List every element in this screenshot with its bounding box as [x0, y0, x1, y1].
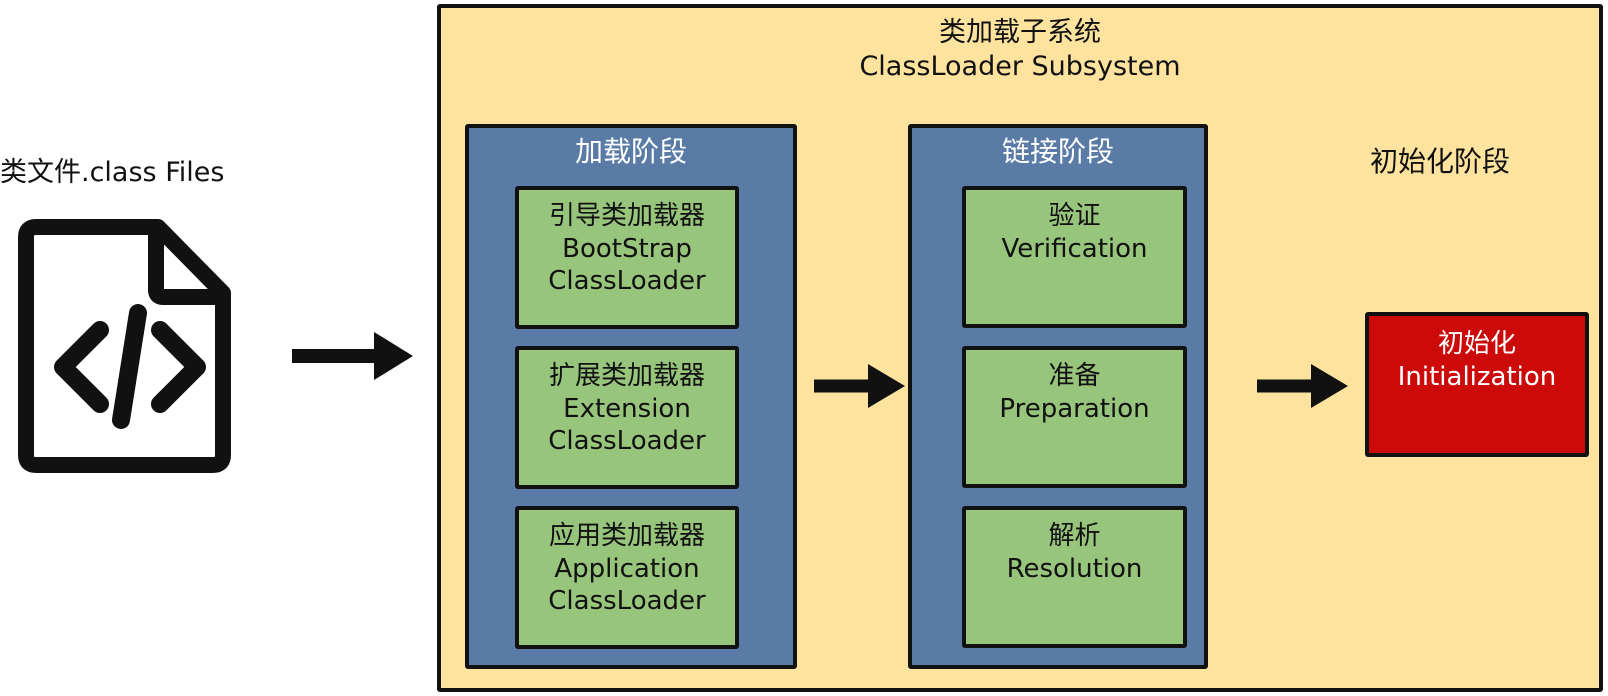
bootstrap-en1: BootStrap — [562, 233, 692, 264]
initialization-stage-title: 初始化阶段 — [1369, 145, 1510, 178]
arrow-to-initialization — [1257, 364, 1348, 408]
subsystem-title-cn: 类加载子系统 — [939, 17, 1101, 48]
linking-stage-title: 链接阶段 — [1001, 135, 1114, 168]
application-en1: Application — [554, 553, 700, 584]
application-en2: ClassLoader — [548, 586, 706, 616]
arrow-to-linking — [814, 364, 905, 408]
initialization-box: 初始化 Initialization — [1365, 312, 1589, 457]
bootstrap-classloader-box: 引导类加载器 BootStrap ClassLoader — [515, 186, 739, 329]
subsystem-title-en: ClassLoader Subsystem — [859, 50, 1181, 82]
class-files-title: 类文件.class Files — [0, 157, 225, 188]
arrow-to-subsystem — [292, 332, 413, 380]
preparation-en: Preparation — [999, 393, 1150, 424]
linking-stage: 链接阶段 验证 Verification 准备 Preparation 解析 R… — [908, 124, 1208, 669]
preparation-box: 准备 Preparation — [962, 346, 1187, 488]
extension-en1: Extension — [563, 393, 691, 424]
resolution-cn: 解析 — [1048, 521, 1101, 551]
loading-stage: 加载阶段 引导类加载器 BootStrap ClassLoader 扩展类加载器… — [465, 124, 797, 669]
verification-en: Verification — [1001, 233, 1148, 264]
application-classloader-box: 应用类加载器 Application ClassLoader — [515, 506, 739, 649]
loading-stage-title: 加载阶段 — [574, 135, 687, 168]
extension-cn: 扩展类加载器 — [548, 361, 705, 391]
extension-en2: ClassLoader — [548, 426, 706, 456]
resolution-box: 解析 Resolution — [962, 506, 1187, 648]
verification-cn: 验证 — [1048, 201, 1101, 231]
initialization-en: Initialization — [1397, 361, 1557, 392]
bootstrap-cn: 引导类加载器 — [548, 201, 705, 231]
application-cn: 应用类加载器 — [548, 521, 705, 551]
initialization-cn: 初始化 — [1437, 329, 1516, 359]
resolution-en: Resolution — [1006, 553, 1143, 584]
extension-classloader-box: 扩展类加载器 Extension ClassLoader — [515, 346, 739, 489]
code-file-icon — [18, 219, 231, 473]
subsystem-title: 类加载子系统 ClassLoader Subsystem — [441, 16, 1599, 84]
verification-box: 验证 Verification — [962, 186, 1187, 328]
bootstrap-en2: ClassLoader — [548, 266, 706, 296]
preparation-cn: 准备 — [1048, 361, 1101, 391]
